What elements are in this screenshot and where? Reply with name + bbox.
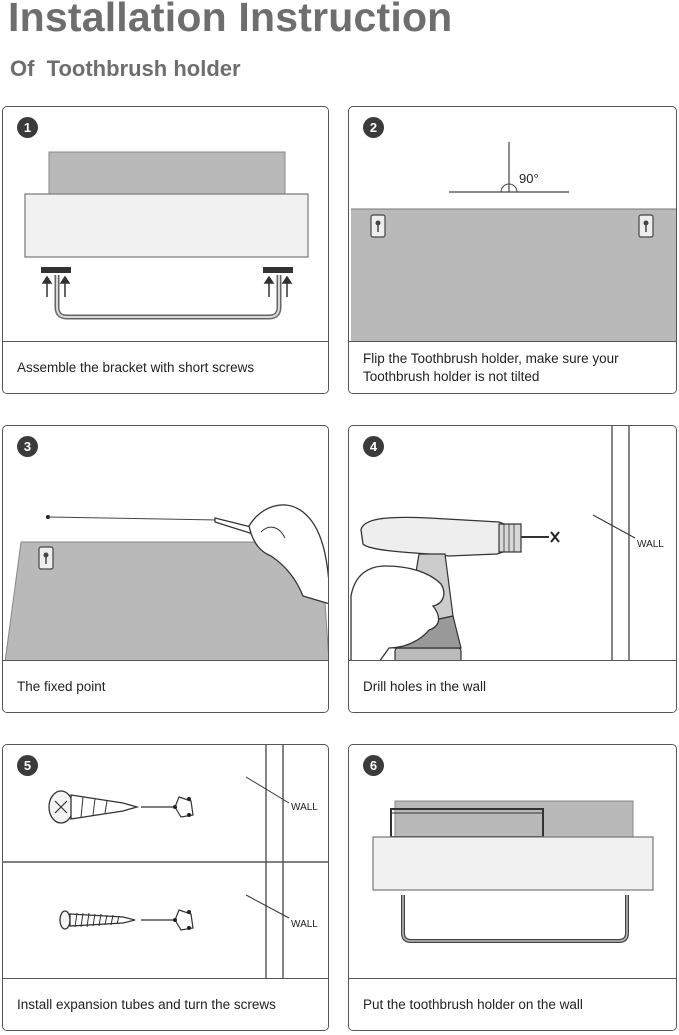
step-4-badge: 4	[363, 436, 384, 457]
step-6-panel: 6 Put the toothbrush holder on the wall	[348, 744, 677, 1031]
step-2-panel: 2 90° Flip the Toothbrush holder, make s…	[348, 106, 677, 394]
expansion-tube-icon	[49, 791, 193, 823]
page-subtitle: Of Toothbrush holder	[10, 56, 241, 82]
screw-icon	[60, 910, 193, 930]
step-2-caption: Flip the Toothbrush holder, make sure yo…	[349, 341, 676, 393]
step-5-badge: 5	[17, 755, 38, 776]
angle-label: 90°	[519, 171, 539, 186]
wall-label-top: WALL	[291, 802, 318, 813]
wall-label-bottom: WALL	[291, 919, 318, 930]
step-5-panel: 5 WALL WALL Install expansion tubes and …	[2, 744, 329, 1031]
step-4-illustration: WALL	[349, 426, 677, 666]
towel-bar	[57, 275, 279, 317]
step-3-panel: 3 The fixed point	[2, 425, 329, 713]
step-2-badge: 2	[363, 117, 384, 138]
holder-front-panel	[25, 194, 308, 257]
bracket-right	[263, 267, 293, 273]
step-3-illustration	[3, 426, 329, 666]
screw-icon	[43, 277, 291, 297]
holder-back-plate	[49, 152, 285, 196]
step-6-caption: Put the toothbrush holder on the wall	[349, 978, 676, 1030]
step-6-badge: 6	[363, 755, 384, 776]
wall-label: WALL	[637, 539, 664, 550]
holder-front-panel	[373, 837, 653, 890]
step-1-badge: 1	[17, 117, 38, 138]
holder-back-plate	[395, 801, 633, 841]
step-4-caption: Drill holes in the wall	[349, 660, 676, 712]
step-5-illustration: WALL WALL	[3, 745, 329, 980]
holder-back-face	[351, 209, 677, 347]
step-1-caption: Assemble the bracket with short screws	[3, 341, 328, 393]
towel-bar	[403, 895, 627, 941]
step-4-panel: 4 WALL Drill holes in the wall	[348, 425, 677, 713]
page-title: Installation Instruction	[8, 0, 452, 41]
step-3-badge: 3	[17, 436, 38, 457]
bracket-left	[41, 267, 71, 273]
keyhole-hook-icon	[39, 547, 53, 569]
step-2-illustration: 90°	[349, 107, 677, 347]
step-1-illustration	[3, 107, 329, 347]
step-1-panel: 1 Assemble the bracket with short screws	[2, 106, 329, 394]
step-6-illustration	[349, 745, 677, 980]
step-5-caption: Install expansion tubes and turn the scr…	[3, 978, 328, 1030]
step-3-caption: The fixed point	[3, 660, 328, 712]
